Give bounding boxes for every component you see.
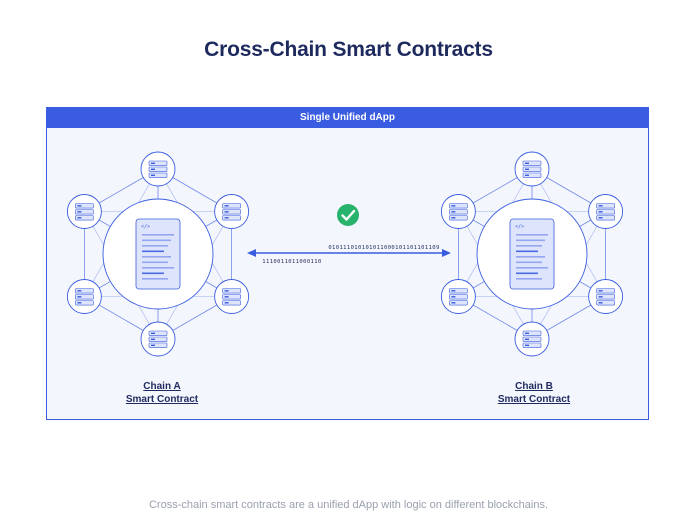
chain-b-server-node-icon (514, 151, 550, 187)
bits-bottom: 1110011011000110 (262, 259, 321, 265)
chain-a-server-node-icon (66, 194, 102, 229)
transfer-arrow (247, 249, 451, 257)
chain-b-network: </> (440, 151, 624, 357)
chain-b-server-node-icon (588, 194, 624, 229)
chain-a-contract-doc-icon: </> (135, 218, 181, 290)
chain-a-subtitle: Smart Contract (125, 394, 199, 405)
chain-b-subtitle: Smart Contract (497, 394, 571, 405)
check-circle-icon (337, 204, 359, 226)
chain-b-server-node-icon (440, 279, 476, 314)
chain-a-network: </> (66, 151, 250, 357)
chain-a-server-node-icon (140, 321, 176, 357)
page-title: Cross-Chain Smart Contracts (204, 38, 493, 61)
chain-a-label: Chain A Smart Contract (92, 380, 232, 406)
chain-b-server-node-icon (514, 321, 550, 357)
chain-a-server-node-icon (214, 279, 250, 314)
chain-a-server-node-icon (66, 279, 102, 314)
bits-top: 010111010101011000101101101109 (328, 245, 439, 251)
chain-b-contract-doc-icon: </> (509, 218, 555, 290)
chain-b-server-node-icon (440, 194, 476, 229)
chain-b-name: Chain B (515, 381, 553, 392)
chain-b-server-node-icon (588, 279, 624, 314)
svg-text:</>: </> (515, 224, 524, 230)
frame-header: Single Unified dApp (47, 108, 648, 128)
chain-a-name: Chain A (143, 381, 181, 392)
chain-a-server-node-icon (140, 151, 176, 187)
figure-caption: Cross-chain smart contracts are a unifie… (148, 499, 549, 511)
chain-b-label: Chain B Smart Contract (464, 380, 604, 406)
chain-a-server-node-icon (214, 194, 250, 229)
svg-text:</>: </> (141, 224, 150, 230)
